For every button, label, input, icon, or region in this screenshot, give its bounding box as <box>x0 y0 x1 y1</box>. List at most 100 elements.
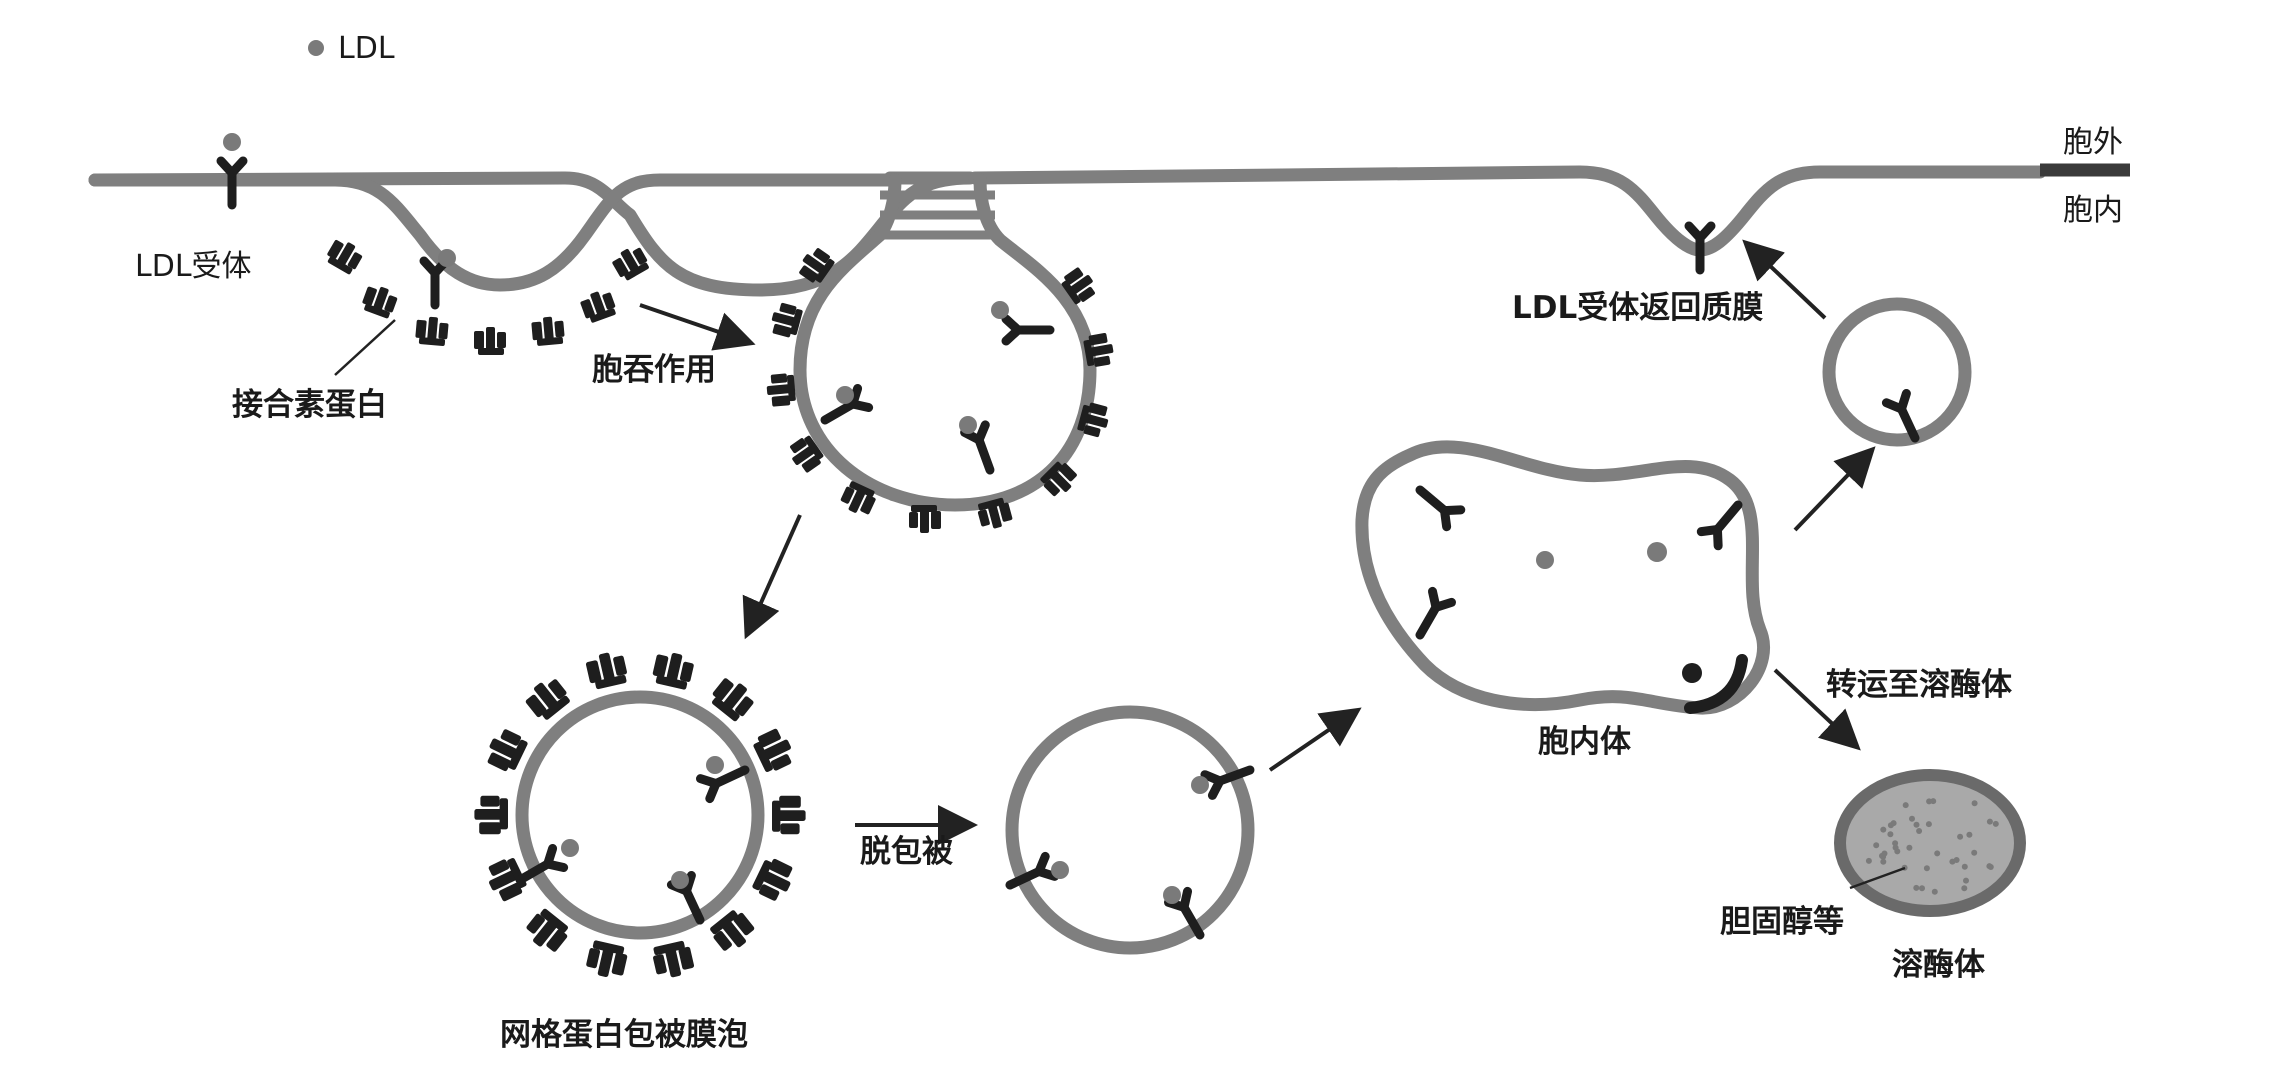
plasma-membrane-left-segment <box>88 173 897 292</box>
ldl-particle-uncoated-1 <box>1191 776 1209 794</box>
endosome-tubule <box>1684 654 1748 714</box>
ldl-particle-uncoated-2 <box>1051 861 1069 879</box>
lysosome-dot <box>1986 818 1993 825</box>
lysosome-dot <box>1961 863 1968 870</box>
cholesterol-pointer <box>1849 866 1906 890</box>
lysosome-dot <box>1881 850 1888 857</box>
cholesterol-label: 胆固醇等 <box>1720 904 1844 940</box>
lysosome-dot <box>1949 858 1956 865</box>
plasma-membrane <box>88 171 977 297</box>
inside-label: 胞内 <box>2063 193 2123 228</box>
lysosome-dot <box>1957 833 1964 840</box>
lysosome-dot <box>1916 828 1923 834</box>
adaptin-label: 接合素蛋白 <box>232 387 387 423</box>
vesicle-neck-rings <box>880 190 995 240</box>
lysosome-dot <box>1873 842 1880 849</box>
clathrin-unit <box>650 939 696 981</box>
endocytosis-label: 胞吞作用 <box>592 352 716 388</box>
ldl-particle-uncoated-3 <box>1163 886 1181 904</box>
lysosome-dot <box>1913 884 1920 891</box>
ldl-free-1 <box>1536 551 1554 569</box>
lysosome-contents <box>1865 798 1999 895</box>
coated-vesicle-membrane <box>515 690 765 940</box>
arrow-to-lysosome <box>1773 668 1861 751</box>
clathrin-unit <box>750 725 798 776</box>
ldl-particle-in-pit <box>438 249 456 267</box>
budding-vesicle-neck <box>793 173 1097 512</box>
clathrin-vesicle-label: 网格蛋白包被膜泡 <box>500 1017 748 1053</box>
receptor-return-label: LDL受体返回质膜 <box>1512 290 1763 326</box>
lysosome-dot <box>1971 849 1978 856</box>
endocytosis-arrow <box>639 303 756 351</box>
lysosome-dot <box>1923 865 1930 872</box>
adaptin-pointer <box>334 319 396 376</box>
ldl-particle-bud-1 <box>991 301 1009 319</box>
lysosome-dot <box>1926 798 1933 805</box>
legend: LDL <box>308 31 395 66</box>
clathrin-unit <box>772 795 806 835</box>
lysosome-body <box>1834 769 2026 917</box>
ldl-particle-bud-3 <box>959 416 977 434</box>
ldl-legend-dot <box>308 40 324 56</box>
clathrin-unit <box>482 725 530 776</box>
lysosome-dot <box>1931 888 1938 895</box>
lysosome-dot <box>1865 857 1872 864</box>
budding-vesicle-receptors <box>820 319 1051 474</box>
ldl-free-3 <box>1682 663 1702 683</box>
lysosome-dot <box>1880 858 1887 865</box>
ldl-receptor-label: LDL受体 <box>135 249 252 284</box>
lysosome-dot <box>1880 826 1887 833</box>
arrow-to-endosome <box>1268 707 1362 772</box>
endosome-label: 胞内体 <box>1538 724 1631 760</box>
lysosome-dot <box>1919 885 1925 892</box>
arrow-return-to-membrane <box>1742 239 1827 320</box>
ldl-particle-coated-2 <box>561 839 579 857</box>
lysosome-dot <box>1902 802 1909 809</box>
lysosome-dot <box>1887 831 1894 838</box>
lysosome-dot <box>1987 864 1994 870</box>
lysosome-dot <box>1961 885 1968 892</box>
lysosome-dot <box>1909 815 1915 822</box>
ldl-legend-label: LDL <box>338 31 395 66</box>
arrow-to-recycling-vesicle <box>1793 446 1876 532</box>
ldl-particle-coated-3 <box>671 871 689 889</box>
ldl-particle-bud-2 <box>836 386 854 404</box>
ldl-receptor-in-pit <box>424 261 446 305</box>
recycling-vesicle <box>1822 297 1972 447</box>
endosome <box>1355 440 1771 715</box>
clathrin-unit <box>584 939 630 981</box>
lysosome-dot <box>1906 844 1913 851</box>
lysosome-dot <box>1913 821 1920 828</box>
outside-label: 胞外 <box>2063 125 2123 160</box>
lysosome-dot <box>1925 821 1932 828</box>
lysosome-dot <box>1934 850 1941 857</box>
coated-pit-clathrin <box>323 235 652 355</box>
lysosome-dot <box>1892 844 1899 851</box>
uncoated-vesicle-membrane <box>1005 705 1255 955</box>
clathrin-unit <box>750 854 798 905</box>
lysosome-dot <box>1963 877 1969 884</box>
recycling-vesicle-membrane <box>1822 297 1972 447</box>
lysosome-label: 溶酶体 <box>1892 947 1985 983</box>
endosome-membrane <box>1355 440 1771 715</box>
lysosome <box>1834 769 2026 917</box>
plasma-membrane-right-segment <box>968 165 2047 257</box>
ldl-particle-coated-1 <box>706 756 724 774</box>
ldl-free-2 <box>1647 542 1667 562</box>
lysosome-dot <box>1892 840 1899 847</box>
clathrin-coated-vesicle <box>474 649 806 981</box>
lysosome-dot <box>1890 820 1897 827</box>
ldl-particle-surface <box>223 133 241 151</box>
endosome-receptors <box>1410 482 1746 641</box>
lysosome-dot <box>1971 800 1978 807</box>
lysosome-dot <box>1966 831 1973 838</box>
clathrin-unit <box>650 649 696 691</box>
clathrin-unit <box>584 649 630 691</box>
arrow-to-coated-vesicle <box>742 514 802 640</box>
clathrin-unit <box>474 795 508 835</box>
to-lysosome-label: 转运至溶酶体 <box>1826 667 2012 703</box>
budding-vesicle <box>765 173 1116 533</box>
uncoating-label: 脱包被 <box>860 834 953 870</box>
lysosome-dot <box>1992 820 1999 827</box>
